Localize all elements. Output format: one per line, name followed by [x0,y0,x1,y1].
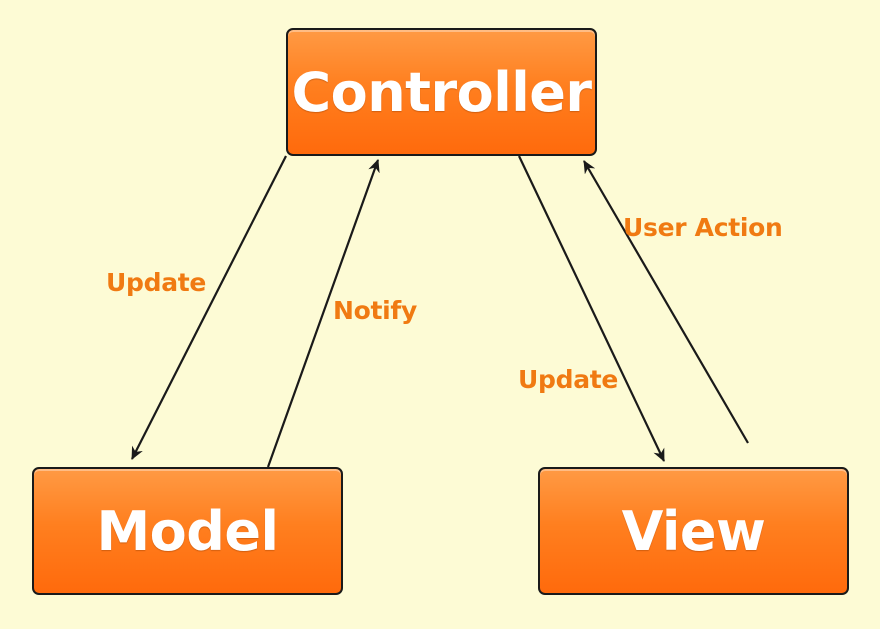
edge-label-update-view: Update [518,365,619,394]
arrow-model-to-controller [266,159,380,468]
edge-label-notify: Notify [333,296,417,325]
arrow-controller-to-view [518,155,665,462]
edge-label-update-model: Update [106,268,207,297]
model-node-label: Model [96,499,279,563]
arrow-controller-to-model [131,155,287,460]
model-node: Model [32,467,343,595]
edge-label-user-action: User Action [623,213,783,242]
controller-node-label: Controller [291,60,593,124]
controller-node: Controller [286,28,597,156]
view-node-label: View [621,499,766,563]
view-node: View [538,467,849,595]
arrow-view-to-controller [583,160,749,444]
